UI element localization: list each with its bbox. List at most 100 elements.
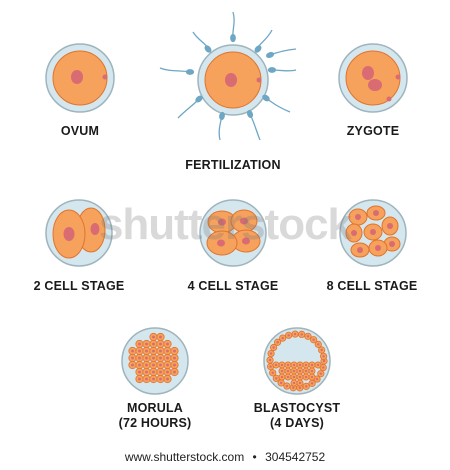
cell-nucleus [131,363,134,367]
cell-nucleus [145,342,148,346]
cell-nucleus [138,342,141,346]
cell-nucleus [298,381,302,385]
label-blastocyst: BLASTOCYST [253,401,341,415]
eight-cell-embryo [339,199,407,267]
cell-nucleus [166,363,169,367]
cell-nucleus [319,372,323,375]
cell-nucleus [152,363,155,367]
cell-nucleus [322,355,325,358]
cell-nucleus [286,369,290,373]
cell-nucleus [173,370,176,374]
cell-nucleus [292,369,296,373]
cell-nucleus [152,335,155,339]
cell-nucleus [300,333,303,336]
label-morula: MORULA [126,401,184,415]
sperm-icon [267,67,297,73]
cell-nucleus [152,377,155,381]
cell-nucleus [310,363,314,367]
cell-nucleus [145,363,148,367]
morula-embryo [121,327,189,395]
zygote-cell [338,43,408,113]
sperm-icon [177,95,203,119]
cell-nucleus [304,369,308,373]
fertilization-cell [197,44,269,116]
cell-nucleus [320,348,323,352]
cell-nucleus [145,370,148,374]
cell-nucleus [269,352,273,355]
cell-nucleus [131,356,134,360]
cell-nucleus [145,349,148,353]
sperm-group [159,11,297,141]
sperm-icon [254,29,273,53]
cell-nucleus [166,377,169,381]
cell-nucleus [152,370,155,374]
cell-nucleus [281,336,284,340]
label-ovum: OVUM [60,124,100,138]
cell-nucleus [173,356,176,360]
cell-nucleus [159,335,162,339]
cell-nucleus [292,375,296,379]
cell-nucleus [322,359,326,363]
sperm-icon [262,94,291,113]
cell-nucleus [293,332,297,336]
cell-nucleus [166,342,169,346]
cell-nucleus [173,363,176,367]
cell-nucleus [166,356,169,360]
two-cell-embryo [45,199,113,267]
label-zygote: ZYGOTE [346,124,400,138]
cell-nucleus [276,341,279,344]
cell-nucleus [310,382,314,385]
cell-nucleus [159,363,162,367]
sperm-icon [159,67,195,75]
cell-nucleus [159,342,162,346]
cell-nucleus [159,370,162,374]
ovum-cell [45,43,115,113]
cell-nucleus [292,381,296,385]
cell-nucleus [152,356,155,360]
cell-nucleus [138,349,141,353]
cell-nucleus [272,346,275,349]
cell-nucleus [321,366,325,369]
cell-nucleus [286,363,290,367]
cell-nucleus [279,381,283,385]
cell-nucleus [138,370,141,374]
cell-nucleus [312,338,315,341]
label-fertilization: FERTILIZATION [185,158,281,172]
sperm-icon [265,48,297,59]
label-morula-time: (72 HOURS) [118,416,192,430]
footer-site: www.shutterstock.com [124,450,245,464]
cell-nucleus [275,377,278,380]
cell-nucleus [317,343,320,346]
cell-nucleus [305,385,308,388]
cell-nucleus [298,375,302,379]
cell-nucleus [271,371,274,375]
cell-nucleus [285,384,289,388]
cell-nucleus [315,377,319,381]
cell-nucleus [280,369,284,373]
blastocyst-embryo [263,327,331,395]
cell-nucleus [286,375,290,379]
four-cell-embryo [199,199,267,267]
cell-nucleus [310,369,314,373]
ovum-nucleus [71,70,83,84]
label-two-cell: 2 CELL STAGE [33,279,125,293]
cell-nucleus [131,349,134,353]
footer-separator: • [252,450,257,464]
cell-nucleus [159,356,162,360]
sperm-icon [192,31,212,53]
sperm-icon [230,11,236,43]
cell-nucleus [316,363,320,367]
sperm-icon [218,111,225,141]
label-blastocyst-time: (4 DAYS) [270,416,324,430]
cell-nucleus [298,386,302,390]
cell-nucleus [138,356,141,360]
cell-nucleus [298,363,302,367]
cell-nucleus [292,363,296,367]
cell-nucleus [173,349,176,353]
cell-nucleus [152,349,155,353]
cell-nucleus [287,334,290,337]
cell-nucleus [166,370,169,374]
cell-nucleus [145,356,148,360]
